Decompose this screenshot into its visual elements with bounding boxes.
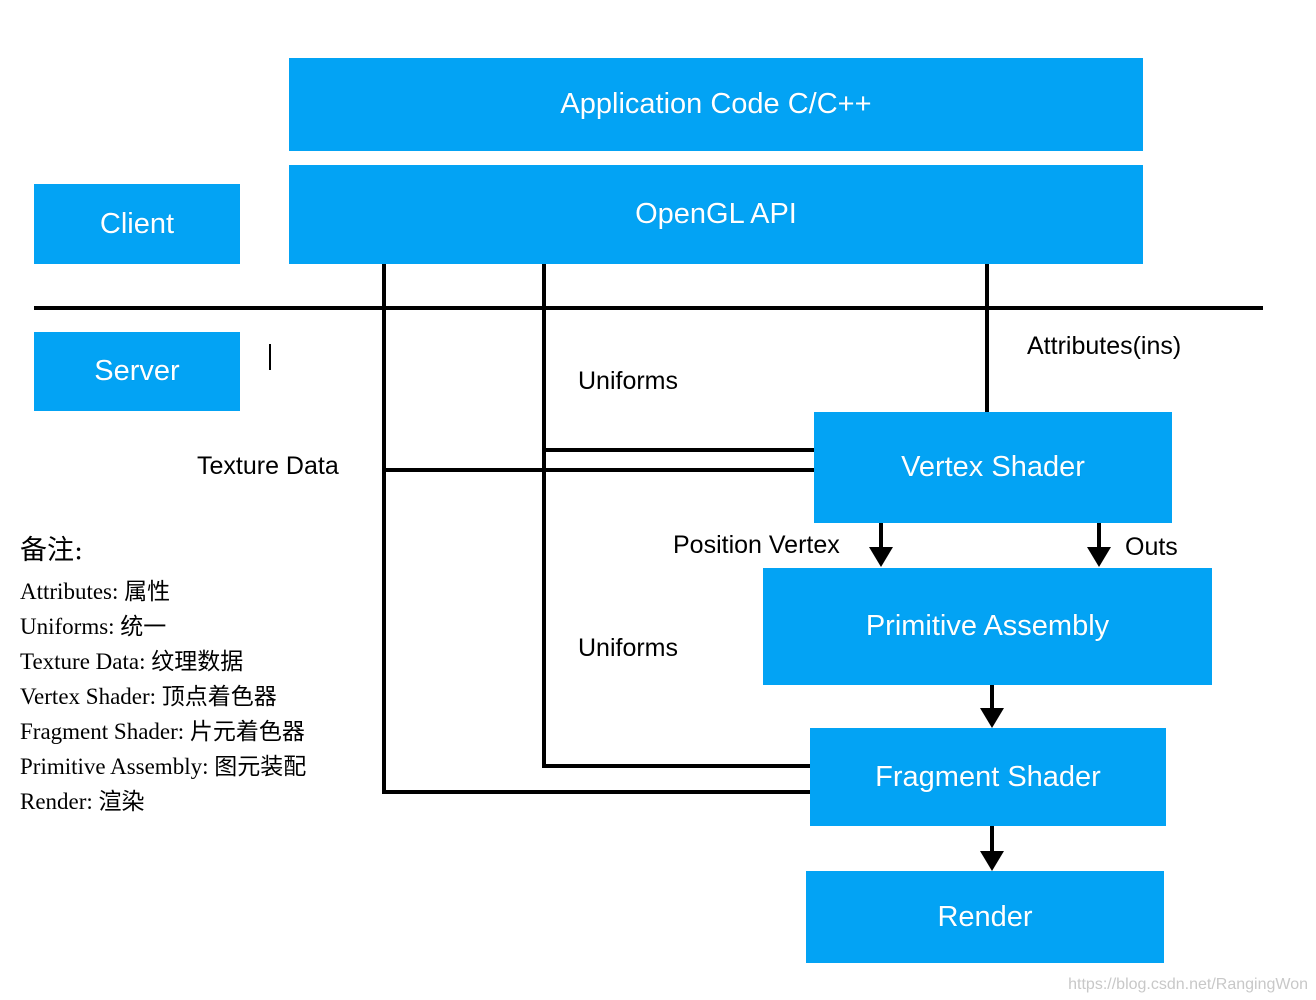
fragment-shader-box: Fragment Shader	[810, 728, 1166, 826]
outs-arrowhead	[1087, 547, 1111, 567]
client-box: Client	[34, 184, 240, 264]
uniforms-bottom-edge-label: Uniforms	[578, 634, 679, 662]
watermark: https://blog.csdn.net/RangingWon	[1068, 976, 1308, 993]
primitive-assembly-label: Primitive Assembly	[865, 610, 1110, 642]
vertex-shader-label: Vertex Shader	[901, 451, 1085, 483]
position-vertex-arrow-shaft	[879, 523, 883, 548]
opengl-api-box: OpenGL API	[289, 165, 1143, 264]
position-vertex-arrowhead	[869, 547, 893, 567]
texture-to-fragment-shader-line	[382, 790, 810, 794]
application-code-box: Application Code C/C++	[289, 58, 1143, 151]
note-primitive-assembly: Primitive Assembly: 图元装配	[20, 754, 307, 779]
outs-edge-label: Outs	[1125, 533, 1178, 561]
attributes-edge-label: Attributes(ins)	[1027, 332, 1182, 360]
texture-data-line-vertical	[382, 264, 386, 794]
position-vertex-edge-label: Position Vertex	[673, 531, 840, 559]
text-cursor-mark	[269, 344, 271, 370]
texture-data-edge-label: Texture Data	[197, 452, 339, 480]
assembly-to-fragment-arrowhead	[980, 708, 1004, 728]
note-fragment-shader: Fragment Shader: 片元着色器	[20, 719, 305, 744]
opengl-api-label: OpenGL API	[635, 198, 797, 230]
note-render: Render: 渲染	[20, 789, 145, 814]
note-vertex-shader: Vertex Shader: 顶点着色器	[20, 684, 277, 709]
note-attributes: Attributes: 属性	[20, 579, 171, 604]
client-label: Client	[99, 207, 175, 240]
note-uniforms: Uniforms: 统一	[20, 614, 167, 639]
uniforms-to-vertex-shader-line	[542, 448, 814, 452]
attributes-line-vertical	[985, 264, 989, 412]
vertex-shader-box: Vertex Shader	[814, 412, 1172, 523]
primitive-assembly-box: Primitive Assembly	[763, 568, 1212, 685]
uniforms-line-vertical	[542, 264, 546, 768]
texture-to-vertex-shader-line	[382, 468, 814, 472]
render-label: Render	[937, 900, 1033, 933]
uniforms-top-edge-label: Uniforms	[578, 367, 679, 395]
server-box: Server	[34, 332, 240, 411]
fragment-to-render-arrowhead	[980, 851, 1004, 871]
uniforms-to-fragment-shader-line	[542, 764, 810, 768]
outs-arrow-shaft	[1097, 523, 1101, 548]
render-box: Render	[806, 871, 1164, 963]
notes-title: 备注:	[20, 535, 84, 566]
application-code-label: Application Code C/C++	[560, 88, 872, 120]
assembly-to-fragment-arrow-shaft	[990, 685, 994, 709]
client-server-divider	[34, 306, 1263, 310]
server-label: Server	[94, 355, 180, 387]
note-texture-data: Texture Data: 纹理数据	[20, 649, 244, 674]
fragment-to-render-arrow-shaft	[990, 826, 994, 852]
fragment-shader-label: Fragment Shader	[875, 760, 1101, 793]
